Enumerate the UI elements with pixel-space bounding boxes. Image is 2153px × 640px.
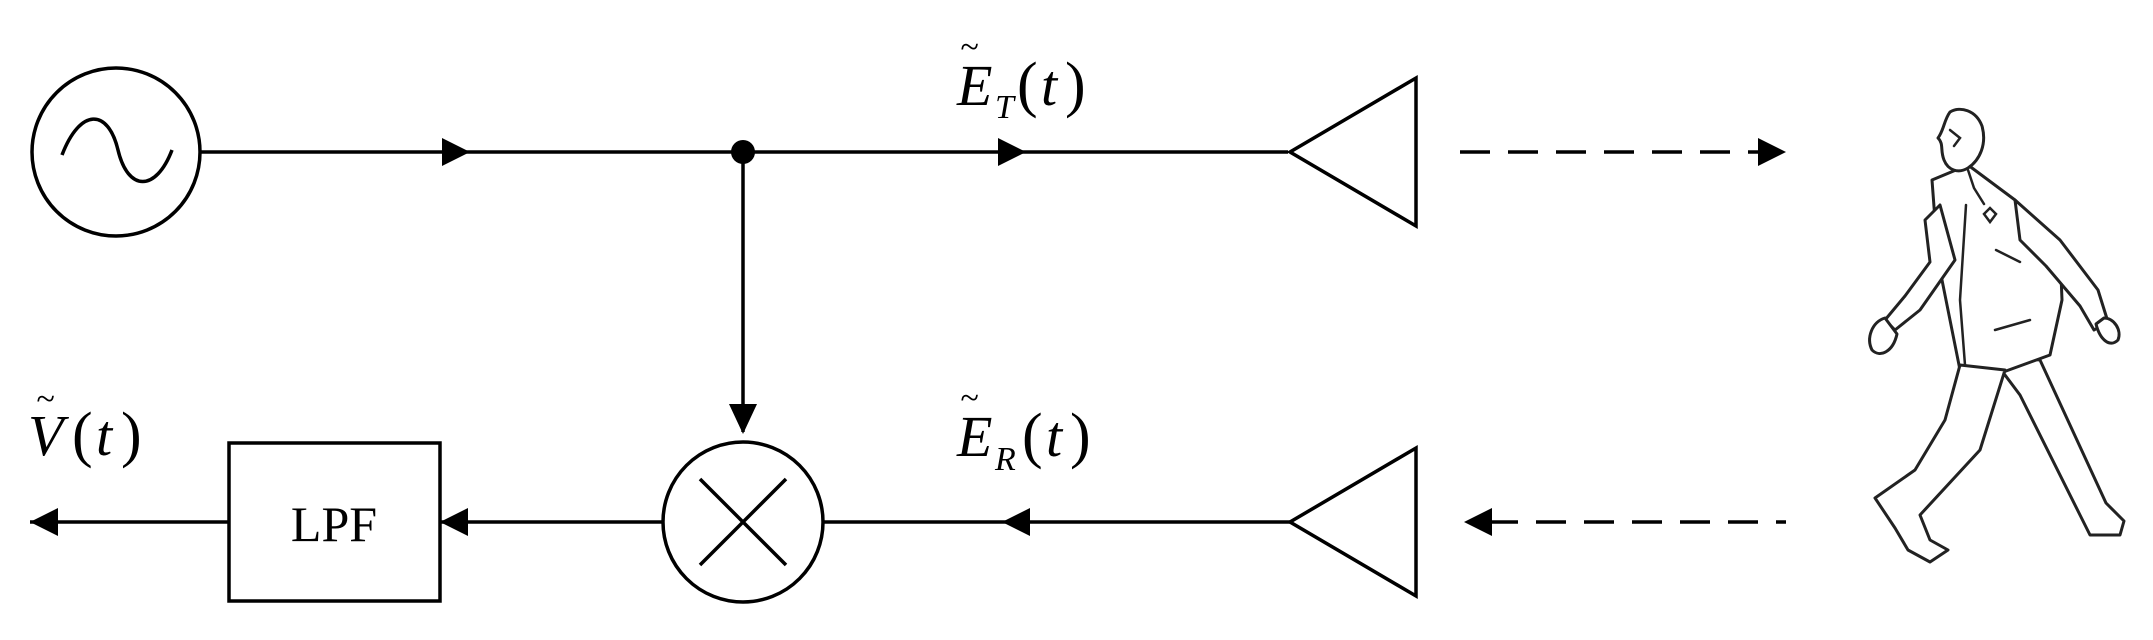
transmit-antenna — [1286, 74, 1418, 230]
received-symbol: E — [956, 404, 992, 469]
open-paren: ( — [1017, 51, 1038, 119]
output-symbol: V — [28, 403, 70, 468]
transmitted-argument: t — [1041, 53, 1059, 118]
arrow-head-right — [1758, 138, 1786, 166]
mixer — [661, 440, 825, 604]
received-signal-label: E ~ R ( t ) — [956, 380, 1091, 478]
open-paren: ( — [72, 401, 93, 469]
transmitted-accent: ~ — [960, 29, 978, 66]
output-signal-label: V ~ ( t ) — [28, 381, 142, 469]
transmitted-symbol: E — [956, 53, 992, 118]
received-subscript: R — [994, 441, 1016, 478]
open-paren: ( — [1022, 402, 1043, 470]
arrow-head-left — [1002, 508, 1030, 536]
lpf-label: LPF — [291, 496, 377, 552]
close-paren: ) — [1065, 51, 1086, 119]
sine-wave-icon — [60, 117, 174, 183]
received-argument: t — [1046, 404, 1064, 469]
close-paren: ) — [121, 401, 142, 469]
transmitted-signal-label: E ~ T ( t ) — [956, 29, 1086, 126]
arrow-head-down — [729, 404, 757, 434]
output-argument: t — [96, 403, 114, 468]
close-paren: ) — [1070, 402, 1091, 470]
receive-antenna — [1286, 444, 1418, 600]
arrow-head-left — [30, 508, 58, 536]
arrow-head-right — [998, 138, 1026, 166]
transmitted-subscript: T — [995, 89, 1016, 126]
output-accent: ~ — [36, 381, 54, 418]
arrow-head-right — [442, 138, 470, 166]
lpf-block — [227, 441, 442, 603]
arrow-head-left — [440, 508, 468, 536]
arrow-head-left — [1464, 508, 1492, 536]
walking-person-icon — [1868, 107, 2126, 564]
oscillator-source — [30, 66, 202, 238]
received-accent: ~ — [960, 380, 978, 417]
